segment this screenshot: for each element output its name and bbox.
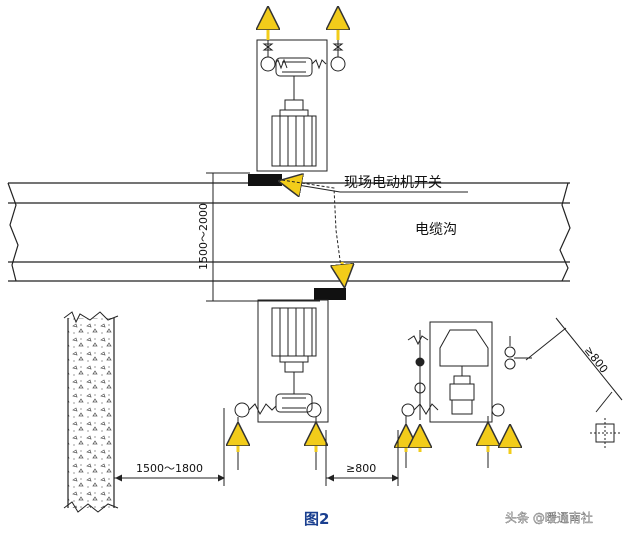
pump-gap-label: ≥800 [346,462,376,475]
trench-width-dimension [206,172,320,302]
right-flow-arrows [406,428,510,454]
diagonal-dimension [525,317,623,448]
bottom-pump-unit [234,299,329,470]
trench-width-label: 1500～2000 [197,203,210,270]
switch-label: 现场电动机开关 [344,175,442,191]
diagonal-gap-label: ≥800 [582,344,611,376]
trench-label: 电缆沟 [415,222,457,238]
pump-gap-dimension [325,430,399,486]
cable-trench [7,182,571,282]
watermark-text: 头条 @暖通南社 [505,510,593,525]
wall-gap-dimension [114,408,225,486]
concrete-wall [63,311,119,513]
motor-switch-top [248,174,282,186]
motor-switch-bottom [314,288,346,300]
top-flow-arrows [268,12,338,40]
switch-callout [282,180,468,286]
figure-caption: 图2 [304,510,329,528]
bottom-flow-arrows [238,428,316,452]
wall-gap-label: 1500～1800 [136,462,203,475]
top-pump-unit [256,10,346,172]
